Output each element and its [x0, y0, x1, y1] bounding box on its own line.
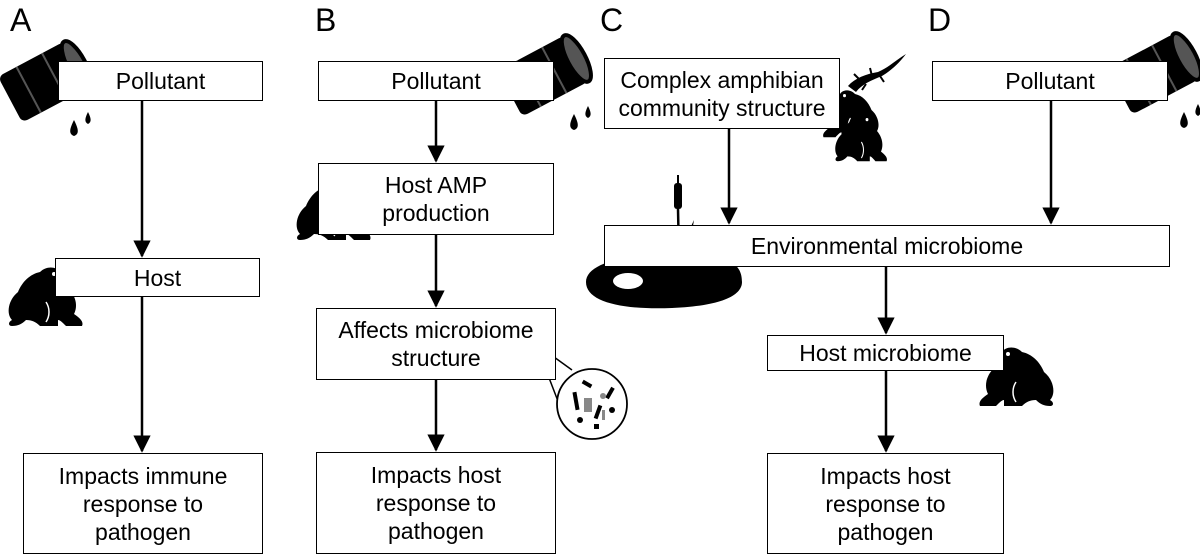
box-c-community: Complex amphibian community structure [604, 58, 840, 129]
box-host-microbiome: Host microbiome [767, 335, 1004, 371]
box-environmental-microbiome: Environmental microbiome [604, 225, 1170, 267]
box-b-outcome: Impacts host response to pathogen [316, 452, 556, 554]
panel-letter-d: D [928, 2, 952, 38]
microbes-icon [535, 343, 628, 440]
box-b-amp: Host AMP production [318, 163, 554, 235]
box-d-outcome: Impacts host response to pathogen [767, 453, 1004, 554]
box-a-host: Host [55, 258, 260, 297]
box-b-microbiome: Affects microbiome structure [316, 308, 556, 380]
box-a-outcome: Impacts immune response to pathogen [23, 453, 263, 554]
panel-letter-b: B [315, 2, 337, 38]
box-d-pollutant: Pollutant [932, 61, 1168, 101]
box-b-pollutant: Pollutant [318, 61, 554, 101]
panel-letter-a: A [10, 2, 32, 38]
panel-letter-c: C [600, 2, 624, 38]
pond-icon [586, 253, 742, 309]
salamander-icon [848, 54, 906, 92]
box-a-pollutant: Pollutant [58, 61, 263, 101]
